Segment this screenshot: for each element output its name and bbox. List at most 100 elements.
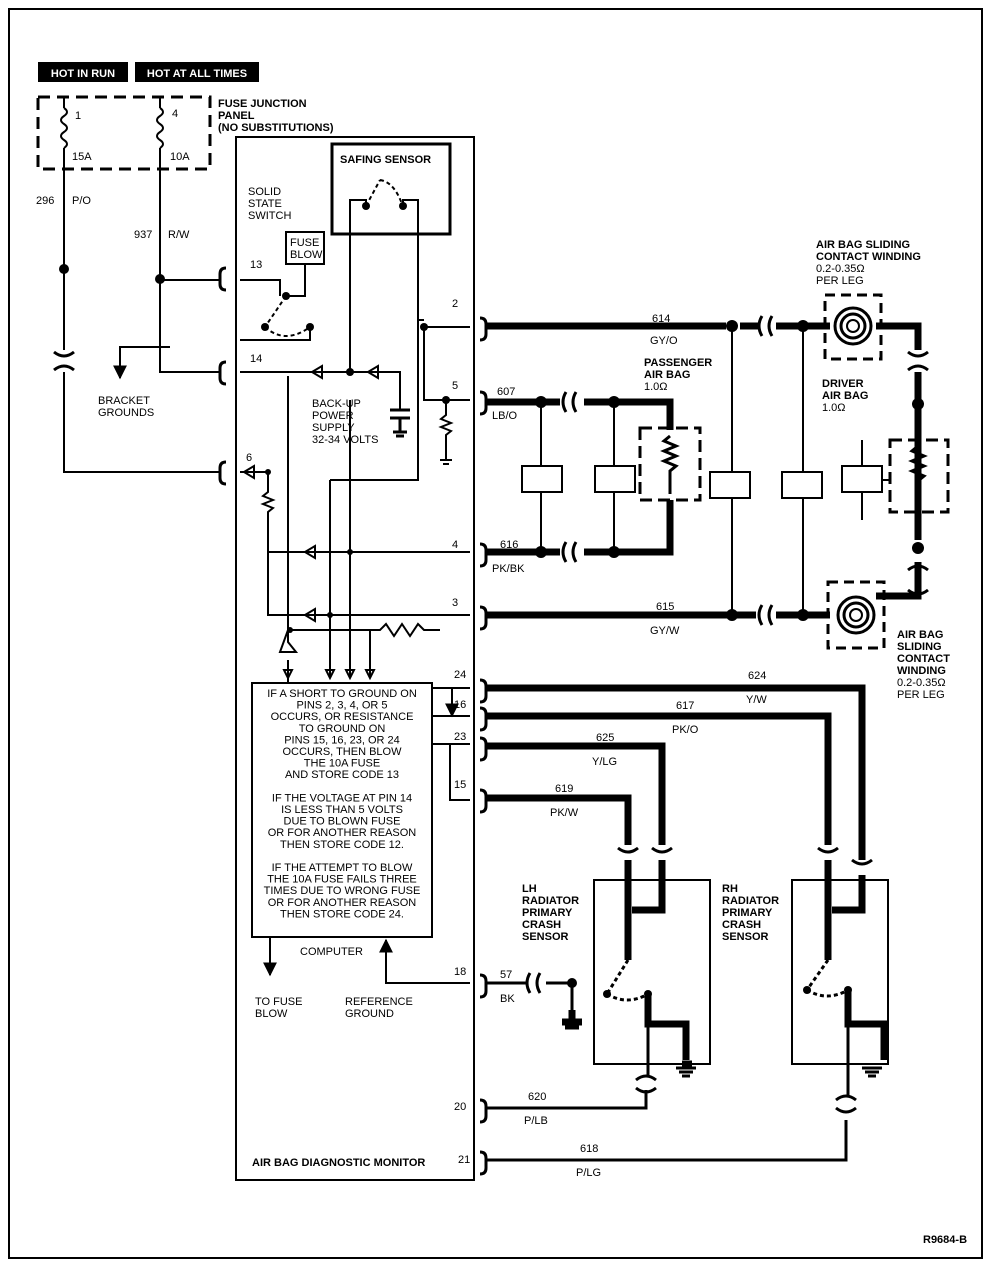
reference-ground-1: REFERENCE <box>345 996 413 1008</box>
circuit-615: 615 <box>656 601 674 613</box>
circuit-607: 607 <box>497 386 515 398</box>
winding-bottom-6: PER LEG <box>897 689 945 701</box>
circuit-57: 57 <box>500 969 512 981</box>
pin-16: 16 <box>454 699 466 711</box>
pin-labels: 13 14 6 2 5 4 3 24 16 23 15 18 20 21 <box>246 259 470 1166</box>
fuse1-pin: 1 <box>75 110 81 122</box>
rh-sensor-4: CRASH <box>722 919 761 931</box>
circuit-625-color: Y/LG <box>592 756 617 768</box>
circuit-615-color: GY/W <box>650 625 680 637</box>
fuse-blow-1: FUSE <box>290 237 319 249</box>
driver-airbag-3: 1.0Ω <box>822 402 846 414</box>
wire-937-color: R/W <box>168 229 190 241</box>
passenger-airbag-3: 1.0Ω <box>644 381 668 393</box>
fuse1-rating: 15A <box>72 151 92 163</box>
driver-airbag: DRIVER AIR BAG 1.0Ω <box>822 378 950 514</box>
rh-sensor-3: PRIMARY <box>722 907 773 919</box>
wire-296-color: P/O <box>72 195 91 207</box>
sliding-contact-winding-top: AIR BAG SLIDING CONTACT WINDING 0.2-0.35… <box>816 239 921 361</box>
bracket-grounds-2: GROUNDS <box>98 407 154 419</box>
logic-line: PINS 2, 3, 4, OR 5 <box>296 700 387 712</box>
hot-at-all-times-label: HOT AT ALL TIMES <box>147 68 247 80</box>
logic-line: DUE TO BLOWN FUSE <box>284 816 401 828</box>
logic-line: TIMES DUE TO WRONG FUSE <box>264 885 421 897</box>
pin-3: 3 <box>452 597 458 609</box>
to-fuse-blow-2: BLOW <box>255 1008 288 1020</box>
bracket-grounds-1: BRACKET <box>98 395 150 407</box>
circuit-625: 625 <box>596 732 614 744</box>
hot-at-all-times-badge: HOT AT ALL TIMES <box>135 62 259 82</box>
winding-bottom-3: CONTACT <box>897 653 950 665</box>
circuit-616-color: PK/BK <box>492 563 525 575</box>
winding-bottom-5: 0.2-0.35Ω <box>897 677 946 689</box>
backup-power-3: SUPPLY <box>312 422 355 434</box>
pin-4: 4 <box>452 539 458 551</box>
circuit-labels: 614 GY/O 607 LB/O 616 PK/BK 615 GY/W 624… <box>492 313 767 1179</box>
feed-wires: 296 P/O 937 R/W BRACKET GROUNDS <box>36 96 220 473</box>
logic-line: THE 10A FUSE <box>304 758 380 770</box>
winding-top-4: PER LEG <box>816 275 864 287</box>
circuit-619-color: PK/W <box>550 807 579 819</box>
logic-line: IF THE ATTEMPT TO BLOW <box>272 862 413 874</box>
lh-sensor-3: PRIMARY <box>522 907 573 919</box>
circuit-618-color: P/LG <box>576 1167 601 1179</box>
solid-state-label-2: STATE <box>248 198 282 210</box>
passenger-airbag-1: PASSENGER <box>644 357 712 369</box>
fuse-blow-2: BLOW <box>290 249 323 261</box>
rh-sensor-2: RADIATOR <box>722 895 779 907</box>
logic-line: THEN STORE CODE 12. <box>280 839 404 851</box>
hot-in-run-label: HOT IN RUN <box>51 68 115 80</box>
circuit-617-color: PK/O <box>672 724 699 736</box>
circuit-624-color: Y/W <box>746 694 767 706</box>
backup-power-2: POWER <box>312 410 354 422</box>
monitor-title: AIR BAG DIAGNOSTIC MONITOR <box>252 1157 425 1169</box>
logic-line: OCCURS, THEN BLOW <box>283 746 403 758</box>
pin-2: 2 <box>452 298 458 310</box>
hot-in-run-badge: HOT IN RUN <box>38 62 128 82</box>
circuit-619: 619 <box>555 783 573 795</box>
driver-airbag-2: AIR BAG <box>822 390 868 402</box>
passenger-airbag-2: AIR BAG <box>644 369 690 381</box>
pin-14: 14 <box>250 353 262 365</box>
backup-power-1: BACK-UP <box>312 398 361 410</box>
computer-box <box>251 682 433 938</box>
circuit-616: 616 <box>500 539 518 551</box>
logic-line: THEN STORE CODE 24. <box>280 908 404 920</box>
pin-15: 15 <box>454 779 466 791</box>
lh-crash-sensor: LH RADIATOR PRIMARY CRASH SENSOR <box>522 879 711 1078</box>
logic-line: AND STORE CODE 13 <box>285 769 399 781</box>
fuse4-pin: 4 <box>172 108 178 120</box>
fuse-panel-title-2: PANEL <box>218 110 255 122</box>
fuse-panel-title-3: (NO SUBSTITUTIONS) <box>218 122 334 134</box>
solid-state-label-1: SOLID <box>248 186 281 198</box>
reference-ground-2: GROUND <box>345 1008 394 1020</box>
winding-top-2: CONTACT WINDING <box>816 251 921 263</box>
logic-line: PINS 15, 16, 23, OR 24 <box>284 734 400 746</box>
driver-airbag-1: DRIVER <box>822 378 864 390</box>
safing-sensor-box <box>330 142 452 236</box>
winding-bottom-1: AIR BAG <box>897 629 943 641</box>
logic-line: IF A SHORT TO GROUND ON <box>267 688 417 700</box>
lh-sensor-4: CRASH <box>522 919 561 931</box>
solid-state-label-3: SWITCH <box>248 210 291 222</box>
winding-bottom-2: SLIDING <box>897 641 942 653</box>
figure-id: R9684-B <box>923 1234 967 1246</box>
pin-5: 5 <box>452 380 458 392</box>
circuit-617: 617 <box>676 700 694 712</box>
sliding-contact-winding-bottom: AIR BAG SLIDING CONTACT WINDING 0.2-0.35… <box>826 580 950 701</box>
winding-top-1: AIR BAG SLIDING <box>816 239 910 251</box>
lh-sensor-1: LH <box>522 883 537 895</box>
logic-line: THE 10A FUSE FAILS THREE <box>267 874 417 886</box>
logic-line: TO GROUND ON <box>299 723 386 735</box>
pin-13: 13 <box>250 259 262 271</box>
pin-18: 18 <box>454 966 466 978</box>
logic-line: OR FOR ANOTHER REASON <box>268 897 417 909</box>
circuit-57-color: BK <box>500 993 515 1005</box>
circuit-624: 624 <box>748 670 766 682</box>
lh-sensor-5: SENSOR <box>522 931 569 943</box>
fuse-panel-title-1: FUSE JUNCTION <box>218 98 307 110</box>
diagram-border <box>8 8 983 1259</box>
pin-21: 21 <box>458 1154 470 1166</box>
